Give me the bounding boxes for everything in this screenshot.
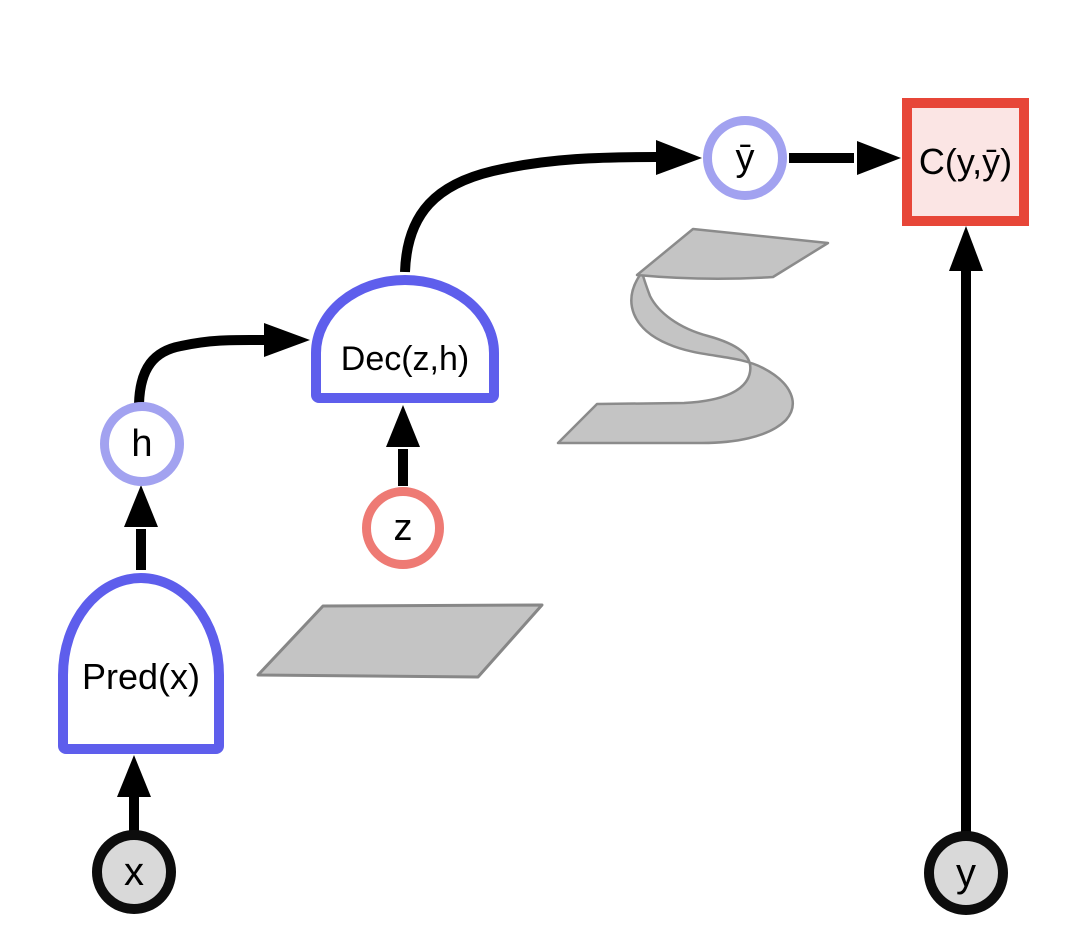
cost-module-label: C(y,ȳ) (918, 141, 1013, 182)
latent-variable-node-z: z (362, 487, 444, 569)
decoder-module-dec: Dec(z,h) (311, 275, 499, 403)
arrows (117, 140, 983, 834)
arrowhead-x-to-pred (117, 755, 151, 797)
observed-input-label: x (124, 850, 144, 894)
observed-input-node-x: x (92, 830, 176, 914)
arrowhead-z-to-dec (386, 405, 420, 447)
arrowhead-y-to-cost (949, 226, 983, 271)
observed-target-label: y (956, 851, 976, 895)
arrow-h-to-dec (134, 334, 265, 405)
observed-target-node-y: y (924, 831, 1008, 915)
latent-variable-label: z (393, 507, 413, 549)
cost-module-c: C(y,ȳ) (902, 98, 1029, 226)
decoder-module-label: Dec(z,h) (340, 340, 470, 378)
arrowhead-pred-to-h (124, 485, 158, 527)
s-ribbon-band (556, 270, 794, 445)
arrowhead-h-to-dec (264, 323, 310, 357)
hidden-variable-label: h (131, 423, 153, 465)
s-ribbon-illustration (556, 227, 830, 445)
plane-illustration (256, 603, 544, 679)
prediction-variable-node-ybar: ȳ (703, 116, 787, 200)
prediction-variable-label: ȳ (735, 137, 755, 179)
arrowhead-ybar-to-cost (857, 141, 901, 175)
predictor-module-label: Pred(x) (81, 655, 201, 697)
hidden-variable-node-h: h (100, 402, 184, 486)
arrow-dec-to-ybar (400, 152, 657, 273)
predictor-module-pred: Pred(x) (58, 573, 224, 754)
arrowhead-dec-to-ybar (656, 140, 702, 175)
s-ribbon-top-flap (635, 227, 830, 280)
